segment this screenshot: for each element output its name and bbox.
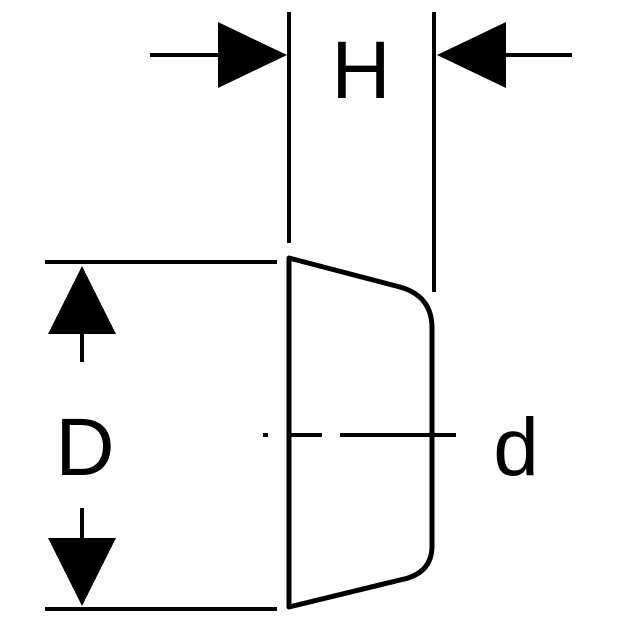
cap-outline	[286, 255, 435, 610]
d-arrow-up-head	[48, 266, 116, 334]
h-label: H	[331, 25, 390, 116]
d-arrow-down-head	[48, 538, 116, 606]
h-arrow-left-head	[218, 22, 287, 88]
d-inner-label: d	[493, 402, 539, 493]
d-outer-label: D	[55, 402, 114, 493]
h-arrow-right-head	[437, 22, 506, 88]
